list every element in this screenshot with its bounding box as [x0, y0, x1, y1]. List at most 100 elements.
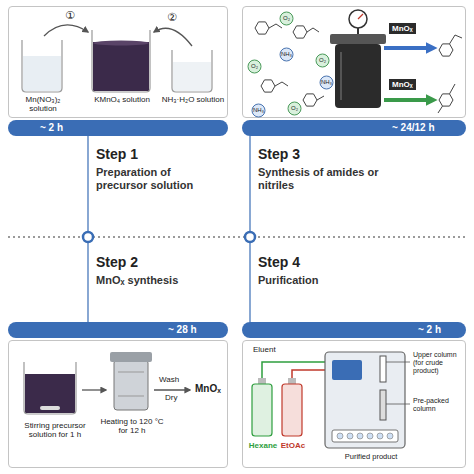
reagent-circle: NH₃: [279, 47, 294, 62]
autoclave-cap: [110, 352, 152, 362]
reagent-circle-shape: [320, 76, 333, 89]
reagent-circle: NH₃: [251, 103, 266, 118]
part-label: Upper column (for crude product): [413, 351, 465, 375]
reagent-circle-shape: [316, 54, 329, 67]
molecule-bond: [438, 106, 443, 113]
pour-arrow: [154, 28, 192, 46]
reagent-circle: O₂: [287, 101, 302, 116]
reactor-lid: [330, 34, 386, 44]
liquid-surface: [93, 41, 149, 46]
reagent-label: O₂: [287, 105, 302, 112]
precursor-liquid: [25, 374, 75, 413]
solution-label: NH₃·H₂O solution: [161, 95, 225, 104]
timeline-dot: [83, 232, 93, 242]
molecule: [293, 26, 307, 38]
solvent-bottle: [282, 384, 302, 436]
step-title: Preparation of precursor solution: [96, 166, 221, 191]
autoclave: [114, 360, 148, 410]
reagent-circle-shape: [280, 48, 293, 61]
solvent-label: EtOAc: [275, 441, 311, 450]
process-note: Dry: [165, 393, 177, 402]
step-number: Step 2: [96, 254, 138, 270]
duration-band: ~ 24/12 h: [242, 120, 466, 136]
order-mark: ①: [65, 9, 75, 22]
reagent-label: O₂: [315, 57, 330, 64]
product-label: MnOₓ: [195, 383, 221, 395]
solvent-label: Hexane: [245, 441, 281, 450]
step-number: Step 1: [96, 146, 138, 162]
timeline-dot: [245, 232, 255, 242]
reagent-label: NH₃: [319, 79, 334, 86]
molecule-bond: [317, 96, 324, 100]
pour-arrow: [44, 25, 88, 36]
step-panel: MnOₓMnOₓO₂O₂O₂O₂NH₃NH₃NH₃: [242, 6, 466, 118]
bottle-neck: [288, 378, 296, 384]
product-arrow: [384, 98, 428, 102]
process-note: Wash: [159, 375, 179, 384]
solution-label: KMnO₄ solution: [86, 95, 158, 104]
beaker: [92, 30, 150, 92]
gauge-needle: [358, 14, 363, 19]
stir-bar: [40, 406, 60, 410]
catalyst-tag: MnOₓ: [389, 79, 416, 90]
step-number: Step 4: [258, 254, 300, 270]
gauge-stem: [357, 28, 359, 35]
reagent-circle: O₂: [315, 53, 330, 68]
solvent-bottle: [252, 384, 272, 436]
fraction-tube: [367, 433, 373, 439]
reagent-circle-shape: [280, 12, 293, 25]
reagent-circle: O₂: [247, 59, 262, 74]
fraction-tube: [377, 433, 383, 439]
step-panel: EluentUpper column (for crude product) Pr…: [242, 340, 466, 468]
process-arrow: [82, 389, 106, 390]
timeline-stem: [87, 242, 88, 322]
duration-text: ~ 28 h: [168, 324, 197, 336]
beaker: [24, 362, 76, 414]
reagent-label: NH₃: [279, 51, 294, 58]
molecule: [303, 94, 317, 106]
solution-liquid: [173, 62, 211, 91]
fraction-tube: [347, 433, 353, 439]
pressure-gauge: [349, 10, 367, 28]
reagent-label: NH₃: [251, 107, 266, 114]
part-label: Eluent: [253, 345, 276, 354]
process-note: Heating to 120 °C for 12 h: [97, 417, 167, 435]
solution-liquid: [23, 56, 61, 91]
chromatography-system: [325, 352, 405, 448]
fraction-tube: [387, 433, 393, 439]
molecule-bond: [269, 24, 282, 28]
beaker: [22, 40, 62, 92]
reagent-circle-shape: [252, 104, 265, 117]
fraction-rack: [332, 430, 398, 442]
reagent-circle-shape: [288, 102, 301, 115]
fraction-tube: [357, 433, 363, 439]
solution-liquid: [93, 42, 149, 91]
reagent-circle-shape: [248, 60, 261, 73]
leader-line: [386, 404, 410, 405]
duration-text: ~ 24/12 h: [392, 122, 435, 134]
fraction-tube: [337, 433, 343, 439]
amide-molecule: [439, 44, 453, 56]
reagent-circle: O₂: [279, 11, 294, 26]
step-title: Synthesis of amides or nitriles: [258, 166, 398, 191]
molecule: [255, 22, 269, 34]
timeline: [8, 236, 466, 238]
duration-band: ~ 28 h: [8, 322, 228, 338]
molecule-bond: [307, 28, 319, 32]
solution-label: Mn(NO₃)₂ solution: [12, 95, 74, 113]
step-title: MnOₓ synthesis: [96, 274, 221, 287]
timeline-stem: [87, 136, 88, 232]
step-panel: Stirring precursor solution for 1 hHeati…: [8, 340, 228, 468]
reagent-label: O₂: [279, 15, 294, 22]
timeline-stem: [249, 136, 250, 232]
instrument-screen: [332, 360, 362, 380]
order-mark: ②: [167, 11, 177, 24]
process-arrow: [154, 389, 190, 390]
eluent-tube: [292, 370, 325, 382]
autoclave-stripe: [118, 372, 144, 373]
part-label: Pre-packed column: [413, 397, 465, 413]
process-note: Stirring precursor solution for 1 h: [13, 421, 97, 439]
